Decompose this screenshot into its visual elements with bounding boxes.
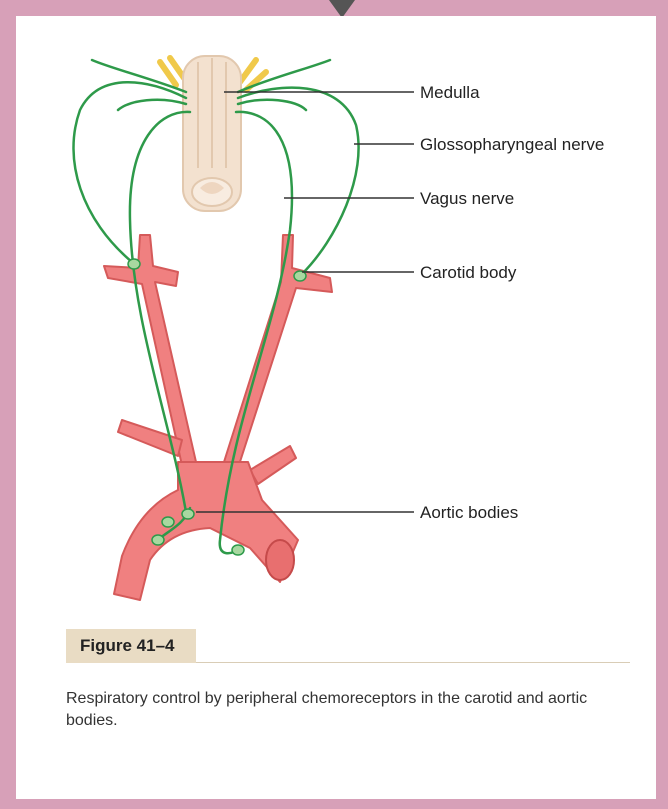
- aortic-body-1: [182, 509, 194, 519]
- aortic-body-3: [152, 535, 164, 545]
- label-medulla: Medulla: [420, 83, 480, 103]
- left-carotid-body: [128, 259, 140, 269]
- right-branch-artery: [250, 446, 296, 484]
- aorta-lumen: [266, 540, 294, 580]
- aortic-arch: [114, 462, 298, 600]
- label-carotid-body: Carotid body: [420, 263, 516, 283]
- aortic-body-2: [162, 517, 174, 527]
- label-glossopharyngeal-nerve: Glossopharyngeal nerve: [420, 135, 604, 155]
- aortic-body-4: [232, 545, 244, 555]
- arterial-tree: [104, 235, 332, 600]
- figure-number: Figure 41–4: [66, 629, 196, 663]
- label-aortic-bodies: Aortic bodies: [420, 503, 518, 523]
- figure-caption: Respiratory control by peripheral chemor…: [66, 688, 636, 732]
- medulla-structure: [183, 56, 241, 211]
- figure-divider: [196, 662, 630, 663]
- label-vagus-nerve: Vagus nerve: [420, 189, 514, 209]
